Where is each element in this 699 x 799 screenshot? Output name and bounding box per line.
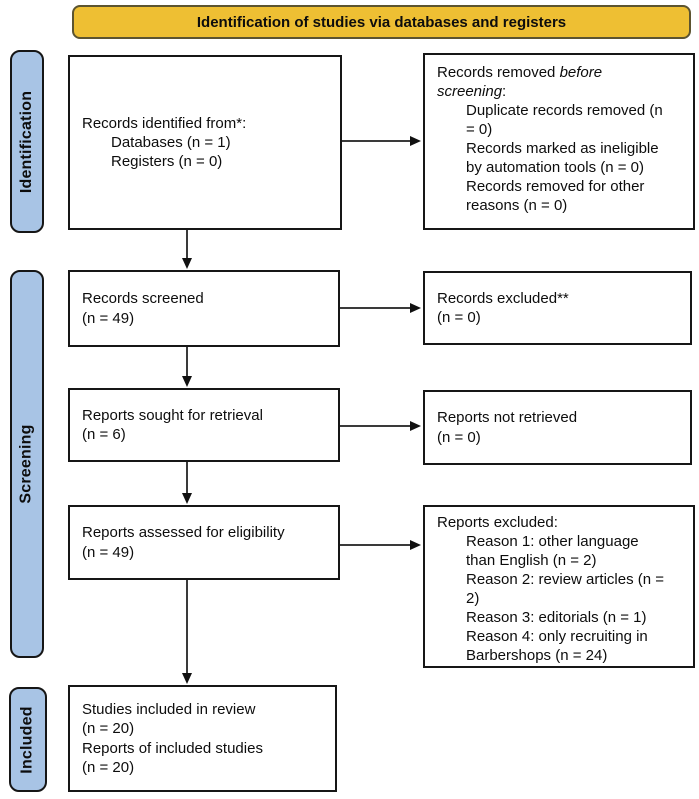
- arrow-sought-to-not-retrieved: [340, 425, 412, 427]
- box-records-screened-text: Records screened (n = 49): [82, 290, 204, 327]
- stage-label-screening: Screening: [10, 270, 44, 658]
- box-studies-included-text: Studies included in review (n = 20) Repo…: [82, 701, 263, 776]
- arrowhead-right-icon: [410, 421, 421, 431]
- box-records-excluded-text: Records excluded** (n = 0): [437, 289, 569, 326]
- box-reports-excluded-item: Reason 2: review articles (n = 2): [466, 571, 665, 608]
- box-reports-sought-text: Reports sought for retrieval (n = 6): [82, 406, 263, 443]
- arrow-assessed-to-excluded: [340, 544, 412, 546]
- box-reports-excluded-item: Reason 4: only recruiting in Barbershops…: [466, 628, 648, 665]
- box-records-identified-item: Databases (n = 1): [111, 133, 231, 151]
- box-records-removed-title: Records removed before screening:: [437, 63, 685, 101]
- stage-label-screening-text: Screening: [18, 424, 36, 504]
- title-end-segment: :: [502, 83, 507, 101]
- arrow-assessed-to-included: [186, 580, 188, 674]
- arrowhead-down-icon: [182, 258, 192, 269]
- arrowhead-right-icon: [410, 303, 421, 313]
- arrow-identified-to-screened: [186, 230, 188, 259]
- box-reports-excluded-item: Reason 3: editorials (n = 1): [466, 609, 647, 627]
- box-records-removed-item: Duplicate records removed (n = 0): [466, 102, 663, 139]
- stage-label-identification: Identification: [10, 50, 44, 233]
- box-reports-assessed: Reports assessed for eligibility (n = 49…: [68, 505, 340, 580]
- box-reports-not-retrieved-text: Reports not retrieved (n = 0): [437, 409, 578, 446]
- title-italic-segment: before screening: [437, 64, 603, 101]
- box-records-excluded: Records excluded** (n = 0): [423, 271, 692, 345]
- arrowhead-down-icon: [182, 376, 192, 387]
- title-normal-segment: Records removed: [437, 64, 560, 81]
- stage-label-included-text: Included: [19, 705, 37, 774]
- arrow-sought-to-assessed: [186, 462, 188, 494]
- arrow-screened-to-excluded: [340, 307, 412, 309]
- box-records-identified-item: Registers (n = 0): [111, 153, 223, 171]
- box-reports-not-retrieved: Reports not retrieved (n = 0): [423, 390, 692, 465]
- box-reports-excluded-title: Reports excluded:: [437, 514, 558, 531]
- arrowhead-right-icon: [410, 540, 421, 550]
- box-reports-sought: Reports sought for retrieval (n = 6): [68, 388, 340, 462]
- banner-identification-via-databases: Identification of studies via databases …: [72, 5, 691, 39]
- stage-label-included: Included: [9, 687, 47, 792]
- arrow-identified-to-removed: [342, 140, 412, 142]
- arrowhead-right-icon: [410, 136, 421, 146]
- stage-label-identification-text: Identification: [18, 90, 36, 193]
- box-records-identified-title: Records identified from*:: [82, 114, 247, 132]
- box-records-removed: Records removed before screening: Duplic…: [423, 53, 695, 230]
- box-records-removed-item: Records removed for other reasons (n = 0…: [466, 178, 645, 215]
- box-studies-included: Studies included in review (n = 20) Repo…: [68, 685, 337, 792]
- box-records-screened: Records screened (n = 49): [68, 270, 340, 347]
- box-reports-excluded-item: Reason 1: other language than English (n…: [466, 533, 639, 570]
- banner-label: Identification of studies via databases …: [196, 13, 567, 31]
- arrow-screened-to-sought: [186, 347, 188, 377]
- box-records-identified: Records identified from*: Databases (n =…: [68, 55, 342, 230]
- arrowhead-down-icon: [182, 673, 192, 684]
- box-records-removed-item: Records marked as ineligible by automati…: [466, 140, 659, 177]
- box-reports-assessed-text: Reports assessed for eligibility (n = 49…: [82, 524, 285, 561]
- box-reports-excluded: Reports excluded: Reason 1: other langua…: [423, 505, 695, 668]
- arrowhead-down-icon: [182, 493, 192, 504]
